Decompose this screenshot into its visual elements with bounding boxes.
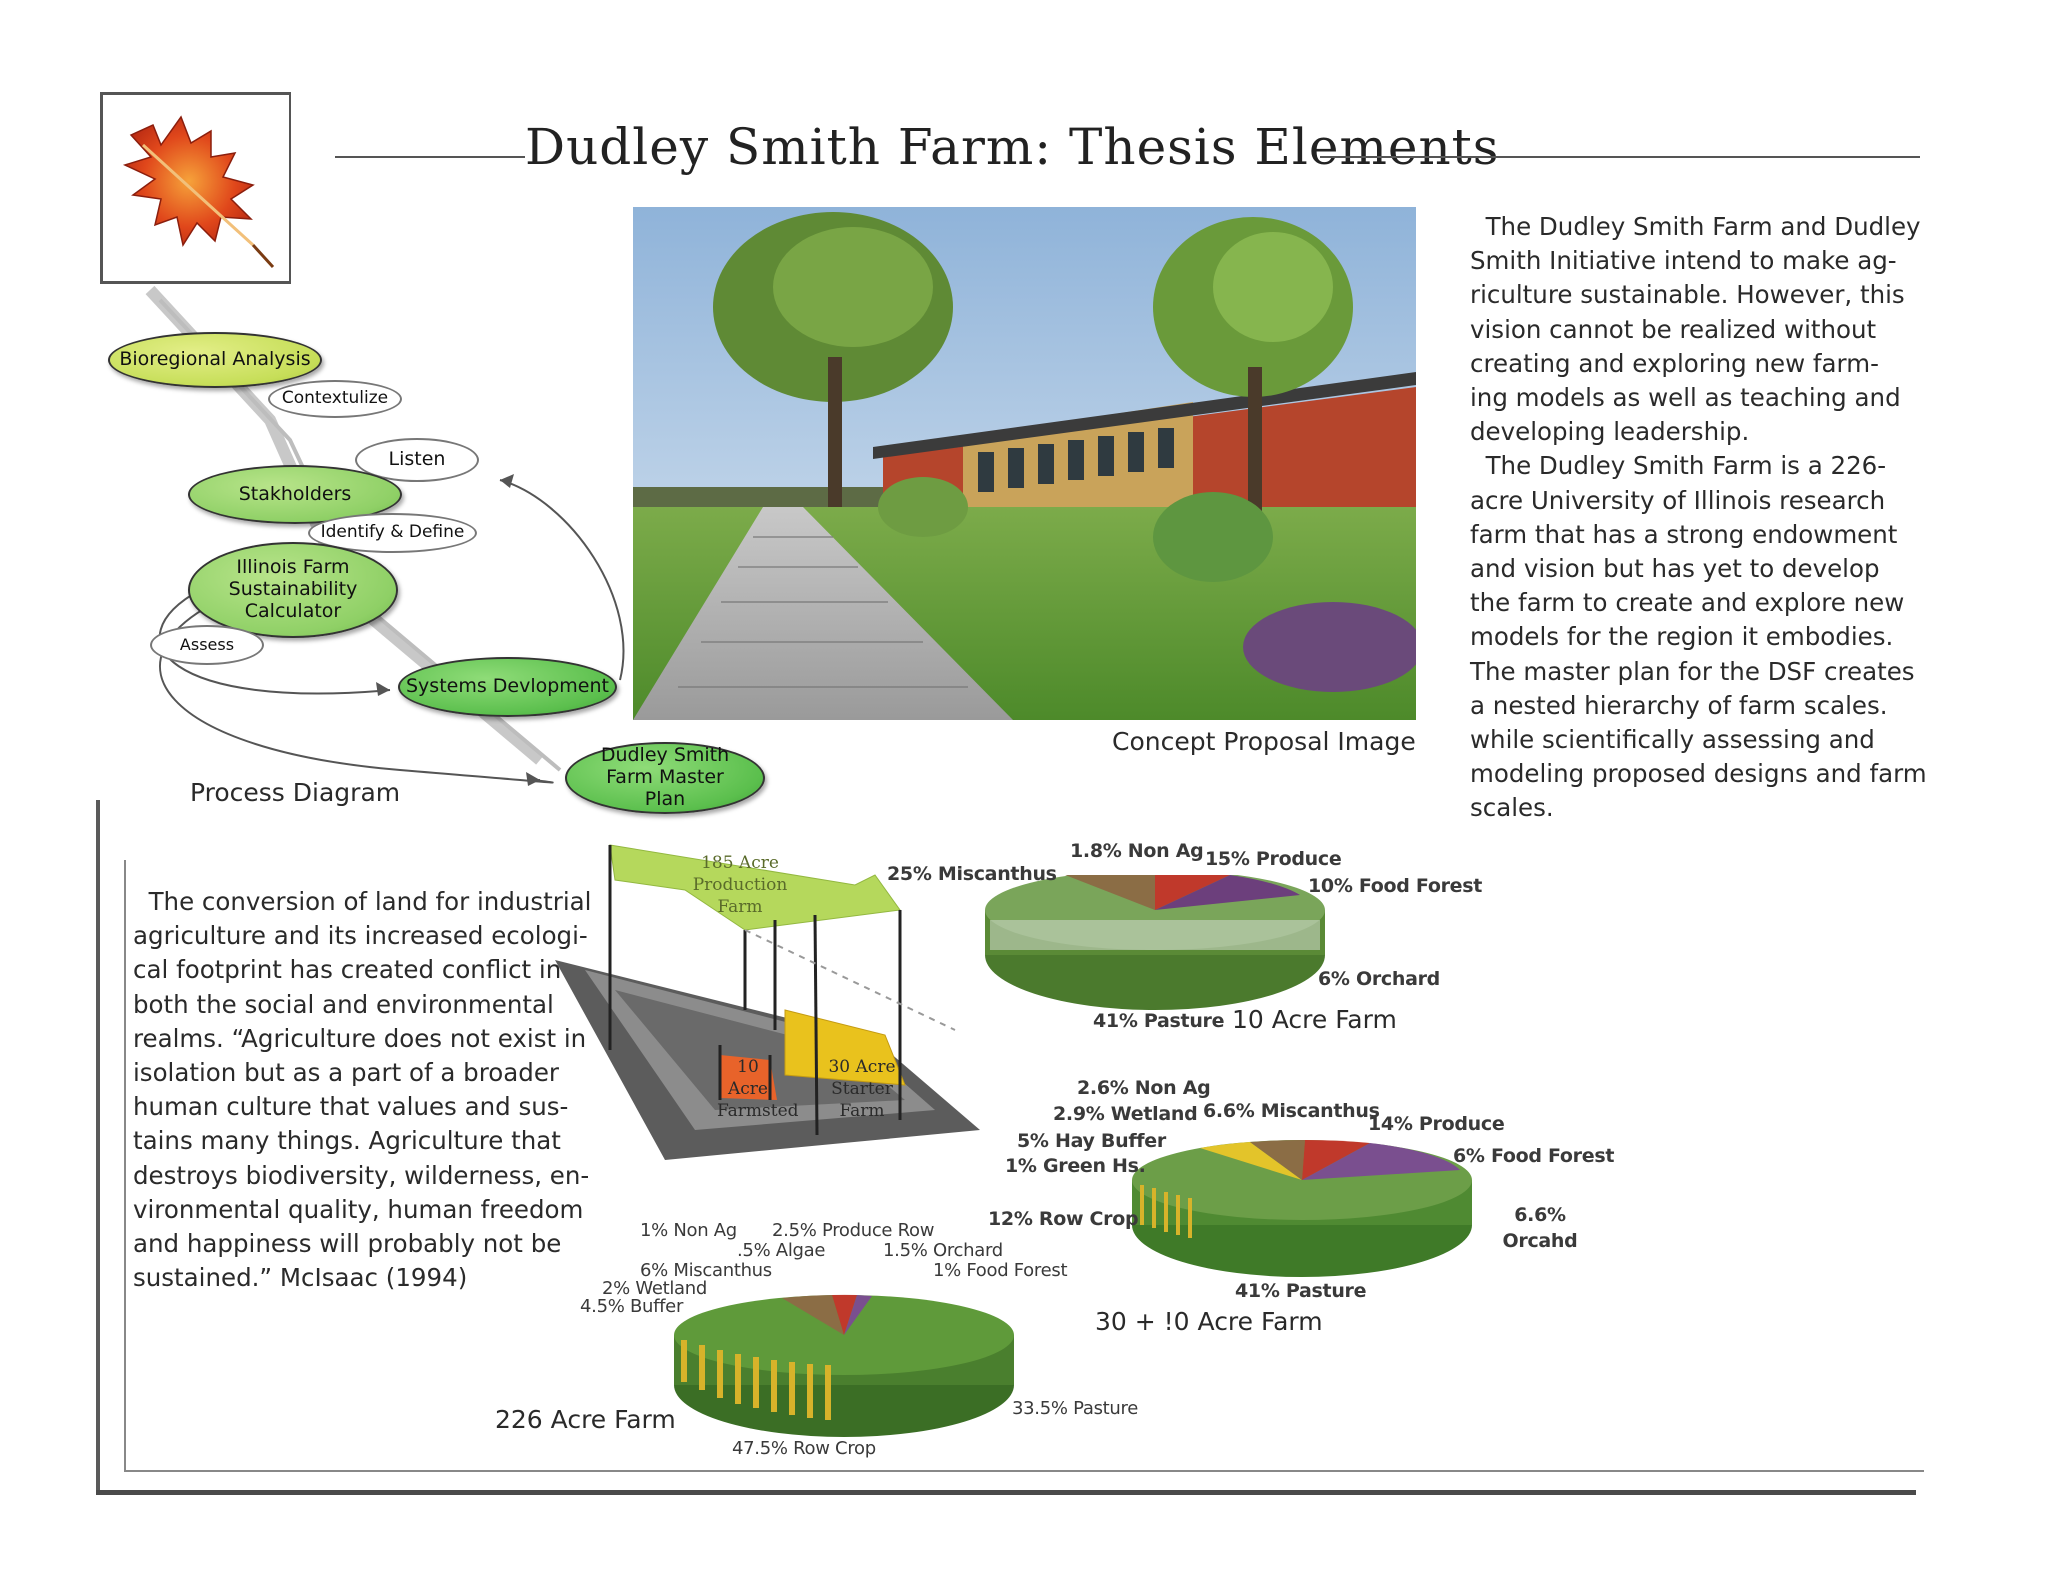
conflict-line: vironmental quality, human freedom <box>133 1194 584 1224</box>
production-farm-label: 185 Acre Production Farm <box>692 853 788 918</box>
farm10-caption: 10 Acre Farm <box>1232 1005 1397 1034</box>
intro-line: creating and exploring new farm- <box>1470 348 1879 378</box>
intro-line: The Dudley Smith Farm and Dudley <box>1470 212 1921 241</box>
pie10-pasture-label: 41% Pasture <box>1093 1010 1225 1032</box>
leaf-logo-frame <box>100 92 291 284</box>
page-frame-bottom <box>96 1490 1916 1495</box>
process-caption: Process Diagram <box>190 778 401 807</box>
sustainability-calculator-node: Illinois Farm Sustainability Calculator <box>188 542 398 638</box>
intro-line: The Dudley Smith Farm is a 226- <box>1470 451 1887 481</box>
pie226-rowcrop-label: 47.5% Row Crop <box>732 1438 876 1459</box>
conflict-line: isolation but as a part of a broader <box>133 1058 559 1088</box>
systems-development-node: Systems Devlopment <box>398 657 617 717</box>
pie226-miscanthus-label: 6% Miscanthus <box>640 1260 772 1281</box>
pie10-nonag-label: 1.8% Non Ag <box>1070 840 1204 862</box>
pie-30-graphic <box>1132 1140 1472 1277</box>
conflict-line: human culture that values and sus- <box>133 1092 569 1122</box>
intro-line: Smith Initiative intend to make ag- <box>1470 246 1897 276</box>
pie-226-acre <box>672 1290 1017 1440</box>
master-plan-node: Dudley Smith Farm Master Plan <box>565 742 765 814</box>
farm226-caption: 226 Acre Farm <box>495 1405 676 1434</box>
pie30-foodforest-label: 6% Food Forest <box>1453 1145 1615 1167</box>
pie226-orchard-label: 1.5% Orchard <box>883 1240 1003 1261</box>
pie226-foodforest-label: 1% Food Forest <box>933 1260 1068 1281</box>
nested-farm-diagram: 185 Acre Production Farm 10 Acre Farmste… <box>555 830 995 1160</box>
intro-line: and vision but has yet to develop <box>1470 554 1880 584</box>
pie226-nonag-label: 1% Non Ag <box>640 1220 737 1241</box>
pie30-green-label: 1% Green Hs. <box>1005 1155 1146 1177</box>
page-title: Dudley Smith Farm: Thesis Elements <box>525 118 1500 176</box>
pie10-produce-label: 15% Produce <box>1205 848 1342 870</box>
intro-line: developing leadership. <box>1470 417 1750 447</box>
intro-line: vision cannot be realized without <box>1470 314 1877 344</box>
conflict-line: cal footprint has created conflict in <box>133 955 562 985</box>
pie30-wetland-label: 2.9% Wetland <box>1053 1103 1198 1125</box>
intro-line: a nested hierarchy of farm scales. <box>1470 690 1888 720</box>
intro-line: ing models as well as teaching and <box>1470 383 1901 413</box>
conflict-line: both the social and environmental <box>133 989 554 1019</box>
listen-node: Listen <box>355 438 479 482</box>
title-rule-right <box>1320 156 1920 158</box>
starter-farm-label: 30 Acre Starter Farm <box>828 1057 896 1122</box>
pie30-rowcrop-label: 12% Row Crop <box>988 1208 1139 1230</box>
conflict-line: sustained.” McIsaac (1994) <box>133 1263 468 1293</box>
intro-text-block: The Dudley Smith Farm and Dudley Smith I… <box>1470 210 1930 826</box>
conflict-text-block: The conversion of land for industrial ag… <box>133 885 613 1295</box>
intro-line: models for the region it embodies. <box>1470 622 1894 652</box>
pie30-miscanthus-label: 6.6% Miscanthus <box>1203 1100 1380 1122</box>
intro-line: riculture sustainable. However, this <box>1470 280 1905 310</box>
pie226-wetland-label: 2% Wetland <box>602 1278 708 1299</box>
page-frame-inner-bottom <box>124 1470 1924 1472</box>
pie30-orchard-label: 6.6% Orcahd <box>1502 1204 1578 1252</box>
intro-line: scales. <box>1470 793 1554 823</box>
concept-proposal-image <box>633 207 1416 720</box>
process-diagram: Bioregional Analysis Contextulize Listen… <box>100 280 820 820</box>
intro-line: farm that has a strong endowment <box>1470 519 1898 549</box>
pie10-orchard-label: 6% Orchard <box>1318 968 1440 990</box>
conflict-line: destroys biodiversity, wilderness, en- <box>133 1160 590 1190</box>
pie-226-graphic <box>674 1294 1014 1437</box>
pie10-foodforest-label: 10% Food Forest <box>1308 875 1483 897</box>
pie-30-acre <box>1130 1140 1475 1280</box>
assess-node: Assess <box>150 625 264 665</box>
pie30-pasture-label: 41% Pasture <box>1235 1280 1367 1302</box>
page-frame-left <box>96 800 100 1495</box>
pie226-buffer-label: 4.5% Buffer <box>580 1296 684 1317</box>
farm30-caption: 30 + !0 Acre Farm <box>1095 1307 1323 1336</box>
pie30-nonag-label: 2.6% Non Ag <box>1077 1077 1211 1099</box>
pie-10-graphic <box>985 875 1325 1010</box>
oak-leaf-icon <box>122 115 275 269</box>
farmsted-label: 10 Acre Farmsted <box>717 1057 799 1122</box>
page-frame-inner-left <box>124 860 126 1472</box>
pie-10-acre <box>980 875 1330 1015</box>
concept-caption: Concept Proposal Image <box>1112 727 1416 756</box>
pie226-algae-label: .5% Algae <box>737 1240 826 1261</box>
conflict-line: tains many things. Agriculture that <box>133 1126 561 1156</box>
pie30-produce-label: 14% Produce <box>1368 1113 1505 1135</box>
conflict-line: and happiness will probably not be <box>133 1229 562 1259</box>
intro-line: acre University of Illinois research <box>1470 485 1886 515</box>
nested-farm-graphic <box>555 844 980 1160</box>
pie30-hay-label: 5% Hay Buffer <box>1017 1130 1166 1152</box>
pie226-producerow-label: 2.5% Produce Row <box>772 1220 935 1241</box>
intro-line: modeling proposed designs and farm <box>1470 759 1927 789</box>
intro-line: The master plan for the DSF creates <box>1470 656 1915 686</box>
title-rule-left <box>335 156 525 158</box>
conflict-line: realms. “Agriculture does not exist in <box>133 1023 587 1053</box>
pie10-miscanthus-label: 25% Miscanthus <box>887 863 1057 885</box>
conflict-line: agriculture and its increased ecologi- <box>133 921 588 951</box>
conflict-line: The conversion of land for industrial <box>133 887 592 916</box>
bioregional-analysis-node: Bioregional Analysis <box>108 332 322 388</box>
intro-line: while scientifically assessing and <box>1470 725 1875 755</box>
pie226-pasture-label: 33.5% Pasture <box>1012 1398 1139 1419</box>
intro-line: the farm to create and explore new <box>1470 588 1905 618</box>
contextulize-node: Contextulize <box>268 380 402 418</box>
